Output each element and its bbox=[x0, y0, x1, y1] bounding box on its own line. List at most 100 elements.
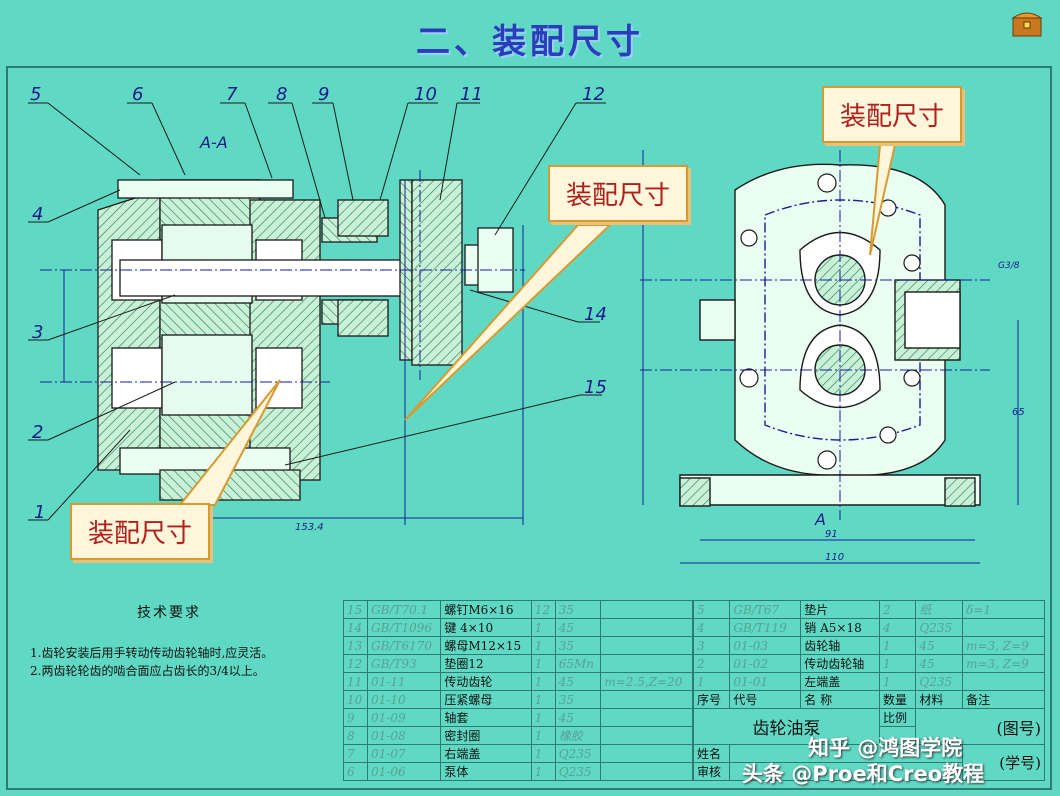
bom-cell bbox=[600, 744, 693, 763]
bom-cell: 11 bbox=[342, 672, 369, 691]
bom-cell: 01-09 bbox=[367, 708, 442, 727]
bom-cell: 键 4×10 bbox=[440, 618, 532, 637]
part-label-9: 9 bbox=[318, 84, 329, 105]
part-label-12: 12 bbox=[582, 84, 605, 105]
part-label-11: 11 bbox=[460, 84, 483, 105]
bom-cell: Q235 bbox=[554, 762, 602, 781]
bom-cell: 12 bbox=[342, 654, 369, 673]
callout-assembly-dim-right: 装配尺寸 bbox=[822, 86, 963, 143]
bom-cell: 45 bbox=[915, 636, 964, 655]
treasure-chest-icon[interactable] bbox=[1010, 6, 1044, 40]
bom-cell: δ=1 bbox=[962, 600, 1045, 619]
part-label-3: 3 bbox=[32, 322, 43, 343]
bom-cell: 1 bbox=[530, 762, 556, 781]
bom-cell: 01-08 bbox=[367, 726, 442, 745]
bom-cell: 65Mn bbox=[554, 654, 602, 673]
callout-assembly-dim-middle: 装配尺寸 bbox=[548, 165, 689, 222]
bom-cell: 6 bbox=[342, 762, 369, 781]
part-label-4: 4 bbox=[32, 204, 43, 225]
bom-header-row: 序号 代号 名 称 数量 材料 备注 bbox=[692, 690, 1045, 709]
bom-cell: Q235 bbox=[915, 618, 964, 637]
bom-cell: 01-06 bbox=[367, 762, 442, 781]
bom-cell: 2 bbox=[878, 600, 917, 619]
name-label: 姓名 bbox=[692, 744, 731, 763]
bom-cell: 1 bbox=[692, 672, 731, 691]
tech-req-line1: 1.齿轮安装后用手转动传动齿轮轴时,应灵活。 bbox=[30, 646, 274, 660]
bom-cell bbox=[962, 672, 1045, 691]
dim-110: 110 bbox=[825, 552, 844, 563]
bom-cell: 01-07 bbox=[367, 744, 442, 763]
ratio-label: 比例 bbox=[878, 708, 917, 727]
bom-cell: 01-01 bbox=[729, 672, 802, 691]
bom-cell bbox=[600, 654, 693, 673]
part-label-1: 1 bbox=[34, 502, 45, 523]
dim-153: 153.4 bbox=[295, 522, 324, 533]
dim-91: 91 bbox=[825, 529, 838, 540]
bom-cell: 纸 bbox=[915, 600, 964, 619]
bom-cell: 7 bbox=[342, 744, 369, 763]
bom-cell: Q235 bbox=[915, 672, 964, 691]
bom-cell bbox=[600, 690, 693, 709]
bom-cell: GB/T1096 bbox=[367, 618, 442, 637]
end-view bbox=[679, 163, 981, 507]
check-label: 审核 bbox=[692, 762, 731, 781]
bom-cell: m=3, Z=9 bbox=[962, 636, 1045, 655]
bom-cell: GB/T67 bbox=[729, 600, 802, 619]
bom-cell: GB/T119 bbox=[729, 618, 802, 637]
dim-g38: G3/8 bbox=[998, 261, 1020, 271]
title-block-row1: 齿轮油泵 比例 (图号) bbox=[693, 708, 1045, 745]
bom-cell: 35 bbox=[554, 636, 602, 655]
bom-cell: 垫圈12 bbox=[440, 654, 532, 673]
bom-cell: 传动齿轮 bbox=[440, 672, 532, 691]
bom-cell: 1 bbox=[530, 690, 556, 709]
bom-cell: 2 bbox=[692, 654, 731, 673]
bom-cell: 螺钉M6×16 bbox=[440, 600, 532, 619]
watermark-toutiao: 头条 @Proe和Creo教程 bbox=[742, 762, 985, 786]
tech-req-line2: 2.两齿轮轮齿的啮合面应占齿长的3/4以上。 bbox=[30, 664, 265, 678]
bom-cell: 45 bbox=[554, 708, 602, 727]
bom-cell: 3 bbox=[692, 636, 731, 655]
bom-cell: GB/T6170 bbox=[367, 636, 442, 655]
bom-cell: 1 bbox=[530, 744, 556, 763]
section-view bbox=[97, 179, 514, 501]
part-label-2: 2 bbox=[32, 422, 43, 443]
bom-cell: 传动齿轮轴 bbox=[800, 654, 880, 673]
bom-cell: 9 bbox=[342, 708, 369, 727]
dim-65: 65 bbox=[1012, 407, 1025, 418]
drawing-number: (图号) bbox=[915, 708, 1045, 745]
bom-cell: m=3, Z=9 bbox=[962, 654, 1045, 673]
bom-cell: 45 bbox=[915, 654, 964, 673]
bom-cell bbox=[962, 618, 1045, 637]
bom-cell: 01-03 bbox=[729, 636, 802, 655]
bom-cell: GB/T70.1 bbox=[367, 600, 442, 619]
bom-cell: 螺母M12×15 bbox=[440, 636, 532, 655]
bom-cell: 橡胶 bbox=[554, 726, 602, 745]
school-number: (学号) bbox=[962, 744, 1045, 781]
bom-cell: 1 bbox=[878, 672, 917, 691]
bom-cell: 1 bbox=[530, 636, 556, 655]
bom-cell: 4 bbox=[692, 618, 731, 637]
bom-cell: 1 bbox=[530, 654, 556, 673]
tech-req-heading: 技术要求 bbox=[137, 605, 201, 621]
bom-cell: 5 bbox=[692, 600, 731, 619]
bom-cell: 15 bbox=[342, 600, 369, 619]
bom-cell: 10 bbox=[342, 690, 369, 709]
watermark-zhihu: 知乎 @鸿图学院 bbox=[808, 736, 963, 760]
bom-cell: 左端盖 bbox=[800, 672, 880, 691]
page-title: 二、装配尺寸 bbox=[416, 22, 644, 62]
bom-cell bbox=[600, 726, 693, 745]
bom-cell: GB/T93 bbox=[367, 654, 442, 673]
bom-cell: 泵体 bbox=[440, 762, 532, 781]
